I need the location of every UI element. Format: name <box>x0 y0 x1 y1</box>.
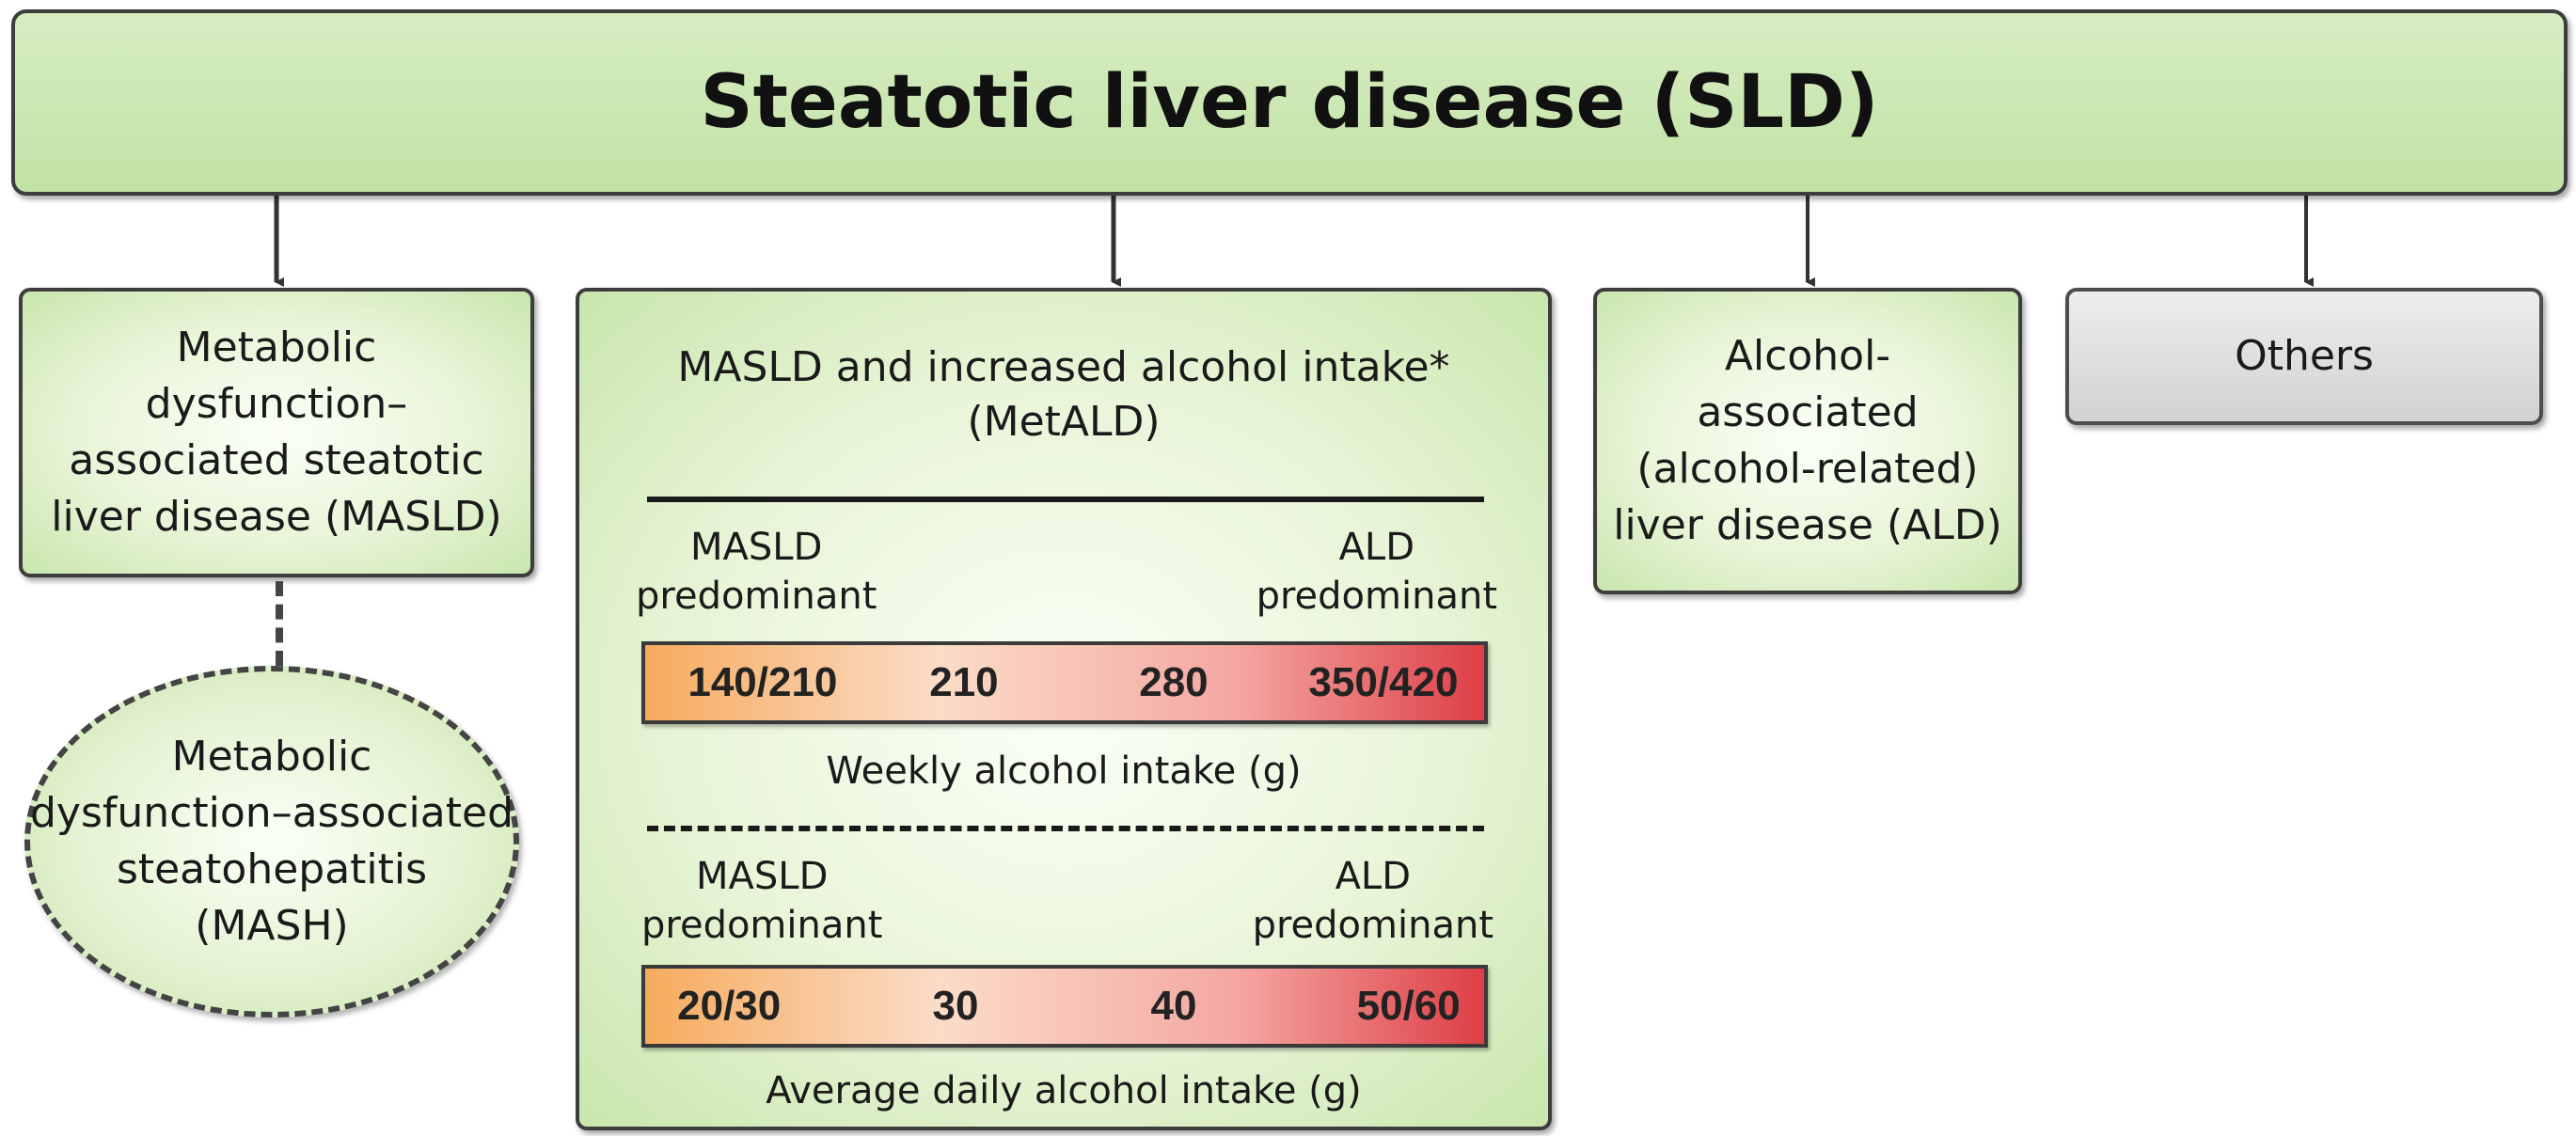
weekly-tick-4: 350/420 <box>1308 659 1459 705</box>
daily-axis-label: Average daily alcohol intake (g) <box>766 1069 1362 1112</box>
ald-label: Alcohol- associated (alcohol-related) li… <box>1613 332 2002 549</box>
weekly-right-label: ALD predominant <box>1256 526 1497 618</box>
mash-label: Metabolic dysfunction–associated steatoh… <box>30 733 514 950</box>
others-label: Others <box>2235 332 2374 380</box>
weekly-axis-label: Weekly alcohol intake (g) <box>826 749 1302 793</box>
daily-tick-3: 40 <box>1150 983 1197 1029</box>
weekly-intake-bar: 140/210 210 280 350/420 <box>641 641 1488 724</box>
daily-left-label: MASLD predominant <box>641 855 883 947</box>
metald-solid-divider <box>647 497 1484 502</box>
metald-dashed-divider <box>647 826 1484 831</box>
metald-box: MASLD and increased alcohol intake* (Met… <box>576 288 1552 1130</box>
weekly-tick-1: 140/210 <box>687 659 838 705</box>
daily-tick-2: 30 <box>932 983 979 1029</box>
daily-intake-bar: 20/30 30 40 50/60 <box>641 965 1488 1048</box>
ald-box: Alcohol- associated (alcohol-related) li… <box>1593 288 2022 594</box>
masld-label: Metabolic dysfunction– associated steato… <box>51 323 502 541</box>
sld-title: Steatotic liver disease (SLD) <box>700 60 1879 145</box>
weekly-tick-3: 280 <box>1139 659 1209 705</box>
metald-title: MASLD and increased alcohol intake* (Met… <box>677 343 1450 446</box>
others-box: Others <box>2065 288 2543 425</box>
mash-ellipse: Metabolic dysfunction–associated steatoh… <box>24 666 519 1018</box>
masld-mash-dashed-connector <box>276 581 283 666</box>
daily-right-label: ALD predominant <box>1252 855 1493 947</box>
weekly-left-label: MASLD predominant <box>636 526 877 618</box>
daily-tick-4: 50/60 <box>1356 983 1461 1029</box>
masld-box: Metabolic dysfunction– associated steato… <box>19 288 534 577</box>
daily-tick-1: 20/30 <box>677 983 782 1029</box>
weekly-tick-2: 210 <box>929 659 999 705</box>
sld-header-box: Steatotic liver disease (SLD) <box>11 9 2568 196</box>
